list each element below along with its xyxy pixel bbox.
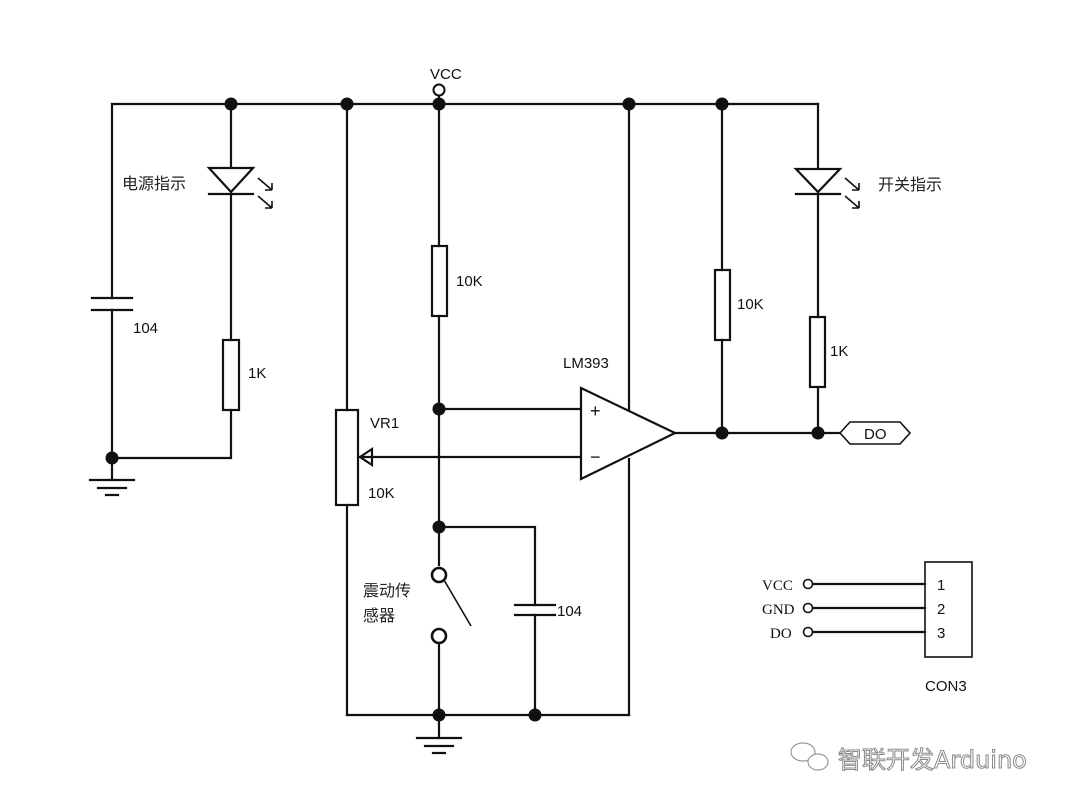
resistor-mid: [430, 102, 449, 567]
comparator-plus: +: [590, 401, 601, 421]
res-pullup-value: 10K: [737, 296, 764, 313]
switch-led-label: 开关指示: [878, 175, 942, 194]
output-port-label: DO: [864, 426, 887, 443]
con-pin-signal-1: VCC: [762, 578, 793, 594]
con-pin-number-3: 3: [937, 625, 945, 642]
resistor-led: [808, 315, 827, 435]
capacitor-sensor: [437, 525, 557, 717]
res-left-value: 1K: [248, 365, 266, 382]
wechat-icon: [790, 742, 829, 771]
con-pin-signal-3: DO: [770, 626, 792, 642]
power-led-label: 电源指示: [122, 174, 186, 193]
comparator-minus: −: [590, 447, 601, 467]
cap-left-value: 104: [133, 320, 158, 337]
sensor-label-1: 震动传: [363, 581, 411, 600]
res-led-value: 1K: [830, 343, 848, 360]
capacitor-left: [90, 102, 134, 460]
junction-dots: [105, 97, 825, 722]
resistor-left: [110, 338, 241, 460]
con-pin-signal-2: GND: [762, 602, 795, 618]
connector-con3: [802, 561, 973, 658]
comparator-lm393: [579, 386, 820, 481]
switch-led: [793, 102, 860, 319]
con-pin-number-1: 1: [937, 577, 945, 594]
pot-name: VR1: [370, 415, 399, 432]
sensor-label-2: 感器: [363, 606, 395, 625]
res-mid-value: 10K: [456, 273, 483, 290]
power-led: [206, 102, 273, 342]
con-pin-number-2: 2: [937, 601, 945, 618]
vcc-label: VCC: [430, 66, 462, 83]
pot-value: 10K: [368, 485, 395, 502]
resistor-pullup: [713, 102, 732, 435]
vibration-switch: [430, 566, 472, 717]
cap-sensor-value: 104: [557, 603, 582, 620]
watermark: 智联开发Arduino: [838, 746, 1027, 774]
connector-name: CON3: [925, 678, 967, 695]
comparator-name: LM393: [563, 355, 609, 372]
vcc-terminal: [432, 83, 446, 97]
potentiometer: [334, 102, 582, 717]
